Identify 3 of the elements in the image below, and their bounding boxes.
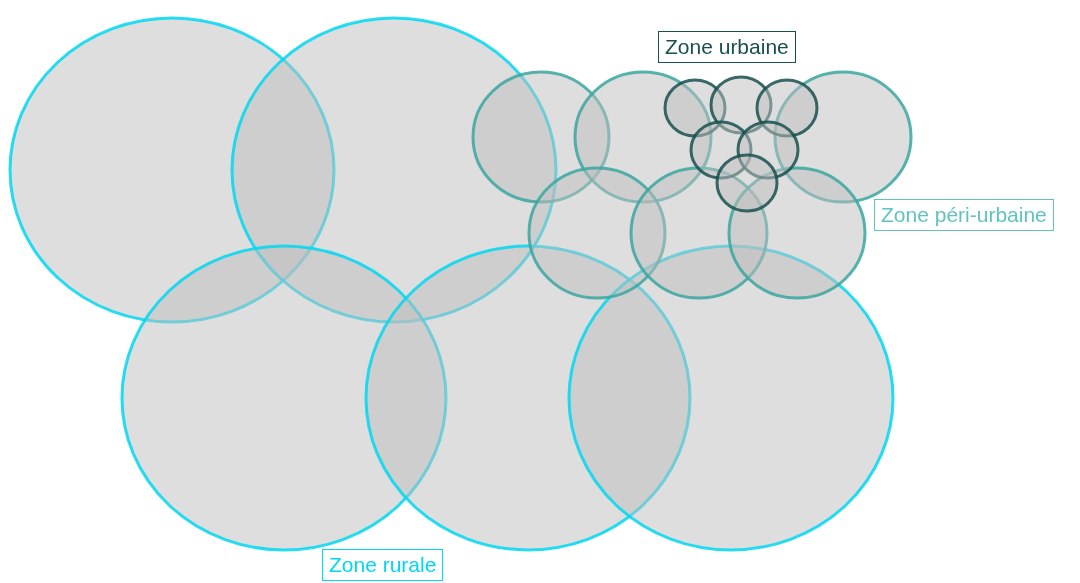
zone-label: Zone rurale bbox=[322, 549, 444, 581]
zone-label: Zone péri-urbaine bbox=[874, 199, 1054, 231]
zone-label: Zone urbaine bbox=[658, 31, 796, 63]
